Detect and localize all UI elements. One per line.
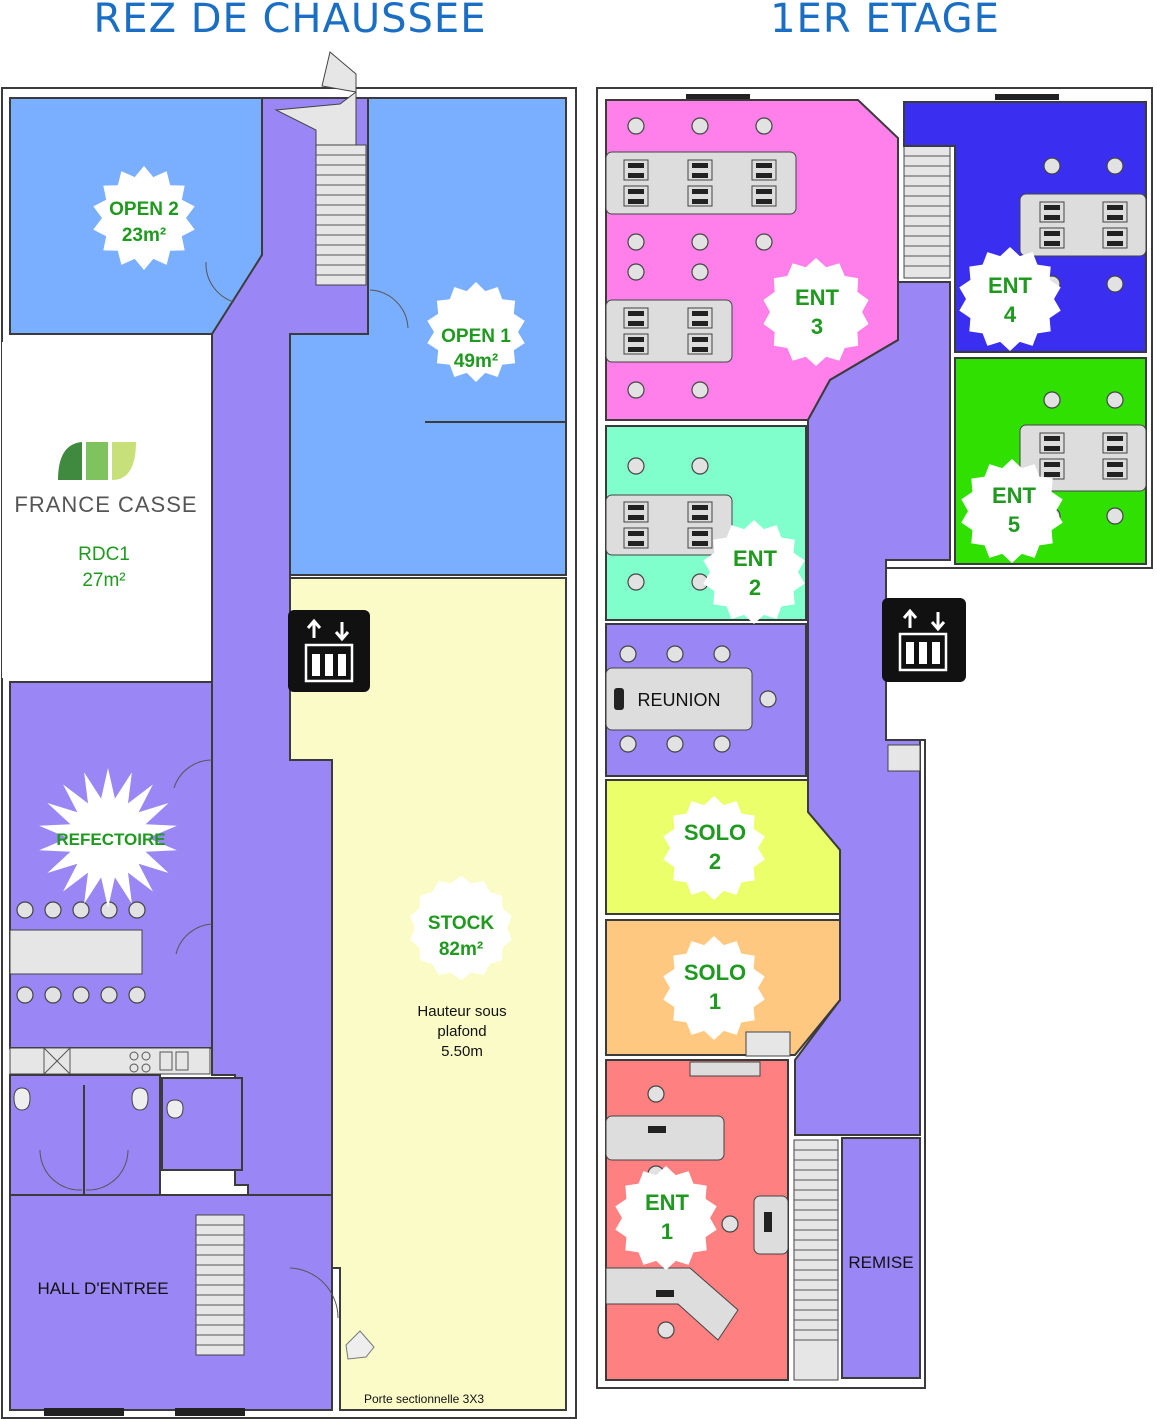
burst-solo2 [663, 796, 765, 900]
first-floor-title: 1ER ETAGE [770, 0, 1000, 42]
first-corridor [794, 281, 951, 1136]
label-stock-area: 82m² [439, 939, 483, 960]
france-casse-logo: FRANCE CASSE [14, 442, 197, 517]
label-solo1-l2: 1 [709, 989, 721, 1014]
ground-floor [1, 51, 577, 1419]
burst-ent1 [615, 1166, 717, 1270]
label-ent1-l1: ENT [645, 1190, 690, 1215]
ground-floor-title: REZ DE CHAUSSEE [94, 0, 487, 42]
toilet-icon [131, 1087, 149, 1111]
burst-ent4 [959, 247, 1061, 351]
label-ent5-l2: 5 [1008, 512, 1020, 537]
label-solo1-l1: SOLO [684, 960, 746, 985]
burst-solo1 [663, 936, 765, 1040]
elevator-icon [288, 610, 370, 692]
label-refectoire: REFECTOIRE [56, 830, 165, 849]
label-ent3-l2: 3 [811, 314, 823, 339]
label-ent5-l1: ENT [992, 483, 1037, 508]
label-ent4-l2: 4 [1004, 302, 1017, 327]
label-stock-name: STOCK [428, 913, 494, 934]
label-rdc1-area: 27m² [82, 570, 125, 591]
label-hall: HALL D'ENTREE [37, 1279, 168, 1298]
label-bursts [39, 166, 1063, 1270]
label-open1-area: 49m² [454, 351, 498, 372]
room-remise [841, 1137, 921, 1379]
speaker-icon [345, 1330, 375, 1360]
label-open2-area: 23m² [122, 225, 166, 246]
door-note: Porte sectionnelle 3X3 [364, 1392, 484, 1406]
label-ent4-l1: ENT [988, 273, 1033, 298]
label-ent2-l1: ENT [733, 546, 778, 571]
entrance-door-icon [321, 51, 357, 93]
burst-refectoire [39, 768, 177, 908]
label-solo2-l1: SOLO [684, 820, 746, 845]
burst-stock [410, 876, 512, 980]
brand-name: FRANCE CASSE [14, 492, 197, 517]
room-hall [9, 1194, 333, 1411]
label-ent1-l2: 1 [661, 1219, 673, 1244]
burst-ent2 [703, 520, 805, 624]
label-remise: REMISE [848, 1253, 913, 1272]
burst-ent3 [763, 258, 869, 366]
label-ent3-l1: ENT [795, 285, 840, 310]
elevator-icon [882, 598, 966, 682]
burst-open2 [93, 166, 195, 270]
label-open2-name: OPEN 2 [109, 199, 179, 220]
toilet-icon [166, 1099, 184, 1119]
label-reunion: REUNION [637, 690, 720, 710]
burst-open1 [427, 282, 525, 382]
stock-note-line2: plafond [437, 1023, 486, 1040]
label-solo2-l2: 2 [709, 849, 721, 874]
label-rdc1-name: RDC1 [78, 544, 130, 565]
label-open1-name: OPEN 1 [441, 326, 511, 347]
stock-note-line3: 5.50m [441, 1043, 483, 1060]
label-ent2-l2: 2 [749, 575, 761, 600]
burst-ent5 [961, 459, 1063, 563]
stock-note-line1: Hauteur sous [417, 1003, 506, 1020]
toilet-icon [13, 1087, 31, 1111]
